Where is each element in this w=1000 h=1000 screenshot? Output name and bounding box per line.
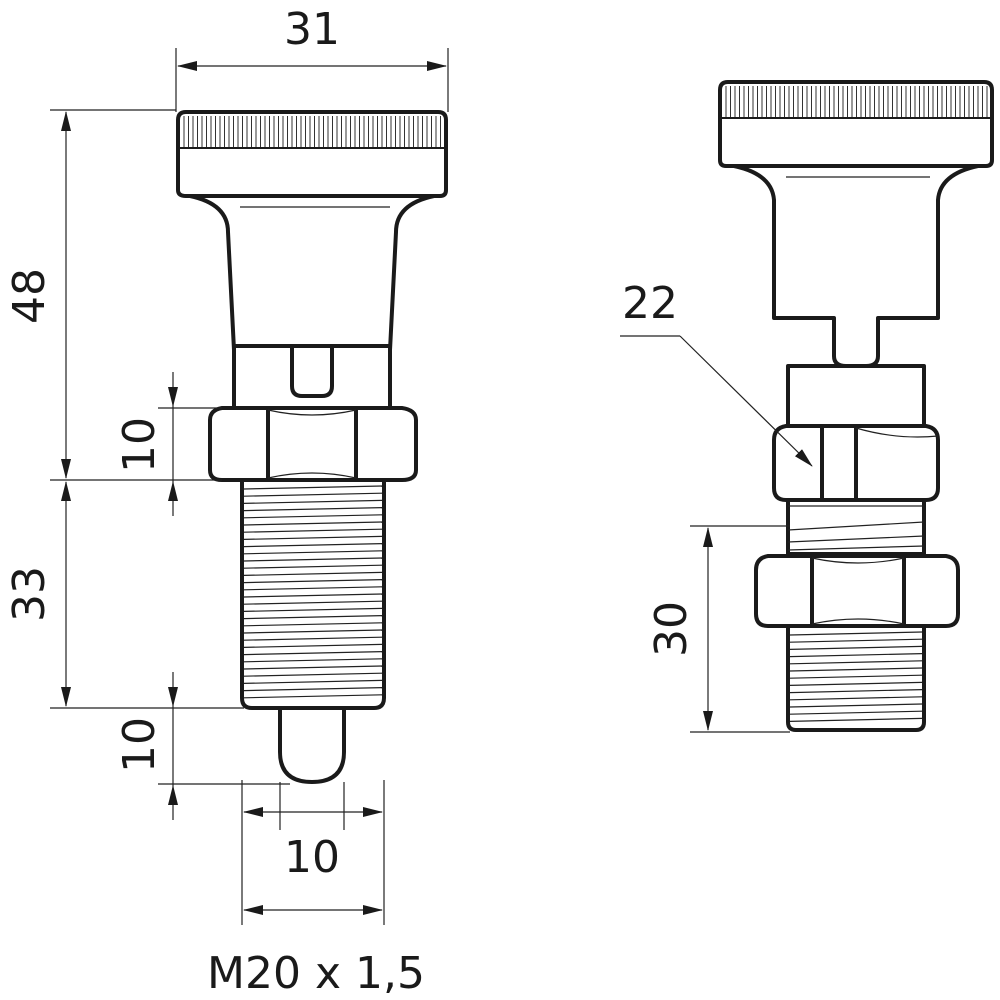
knob-head-left	[176, 110, 448, 208]
dim-hex-height-left: 10	[114, 417, 165, 473]
thread-lines-right	[789, 631, 923, 722]
hatch-line	[789, 703, 923, 708]
dim-head-diameter: 31	[284, 4, 340, 55]
hex-nut-upper-right	[772, 424, 940, 502]
hatch-line	[243, 622, 383, 627]
knurl-left	[183, 116, 441, 148]
hatch-line	[243, 593, 383, 598]
hatch-line	[243, 557, 383, 562]
hatch-line	[243, 521, 383, 526]
hatch-line	[243, 492, 383, 497]
left-view	[176, 110, 448, 784]
hatch-line	[243, 607, 383, 612]
hatch-line	[243, 679, 383, 684]
hatch-line	[243, 643, 383, 648]
plunger-pin-left	[278, 706, 346, 784]
thread-body-right	[786, 624, 926, 732]
hatch-line	[243, 694, 383, 699]
hatch-line	[243, 615, 383, 620]
hatch-line	[243, 514, 383, 519]
knurl-right	[725, 86, 988, 118]
hatch-line	[789, 667, 923, 672]
hatch-line	[243, 564, 383, 569]
dim-thread-length: 33	[4, 566, 55, 622]
dim-pin-diameter: 10	[284, 832, 340, 883]
hatch-line	[789, 681, 923, 686]
hatch-line	[789, 631, 923, 636]
hatch-line	[243, 571, 383, 576]
thread-lines-left	[243, 485, 383, 699]
dim-pin-length: 10	[114, 717, 165, 773]
hatch-line	[789, 660, 923, 665]
hatch-line	[789, 710, 923, 715]
thread-section-right	[786, 498, 926, 556]
hatch-line	[789, 674, 923, 679]
hatch-line	[789, 717, 923, 722]
thread-body-left	[240, 478, 386, 710]
knob-head-right	[718, 80, 994, 178]
hatch-line	[243, 499, 383, 504]
hatch-line	[789, 689, 923, 694]
hatch-line	[243, 586, 383, 591]
hatch-line	[243, 543, 383, 548]
hatch-line	[243, 687, 383, 692]
hatch-line	[243, 485, 383, 490]
hatch-line	[243, 665, 383, 670]
hex-nut-lower-right	[754, 554, 960, 628]
thread-spec-label: M20 x 1,5	[207, 948, 425, 999]
neck-right	[732, 164, 980, 428]
neck-left	[188, 194, 436, 410]
hatch-line	[243, 651, 383, 656]
hatch-line	[243, 658, 383, 663]
dim-upper-height: 48	[4, 268, 55, 324]
hatch-line	[789, 638, 923, 643]
right-view	[718, 80, 994, 732]
hatch-line	[243, 636, 383, 641]
hatch-line	[243, 672, 383, 677]
hatch-line	[243, 550, 383, 555]
dimension-lines	[50, 48, 813, 925]
hatch-line	[243, 507, 383, 512]
dim-hex-size: 22	[622, 278, 678, 329]
hex-nut-left	[208, 406, 418, 482]
hatch-line	[243, 528, 383, 533]
hatch-line	[243, 629, 383, 634]
hatch-line	[789, 696, 923, 701]
hatch-line	[789, 653, 923, 658]
hatch-line	[243, 600, 383, 605]
hatch-line	[243, 535, 383, 540]
hatch-line	[789, 645, 923, 650]
hatch-line	[243, 579, 383, 584]
dim-thread-length-right: 30	[646, 601, 697, 657]
